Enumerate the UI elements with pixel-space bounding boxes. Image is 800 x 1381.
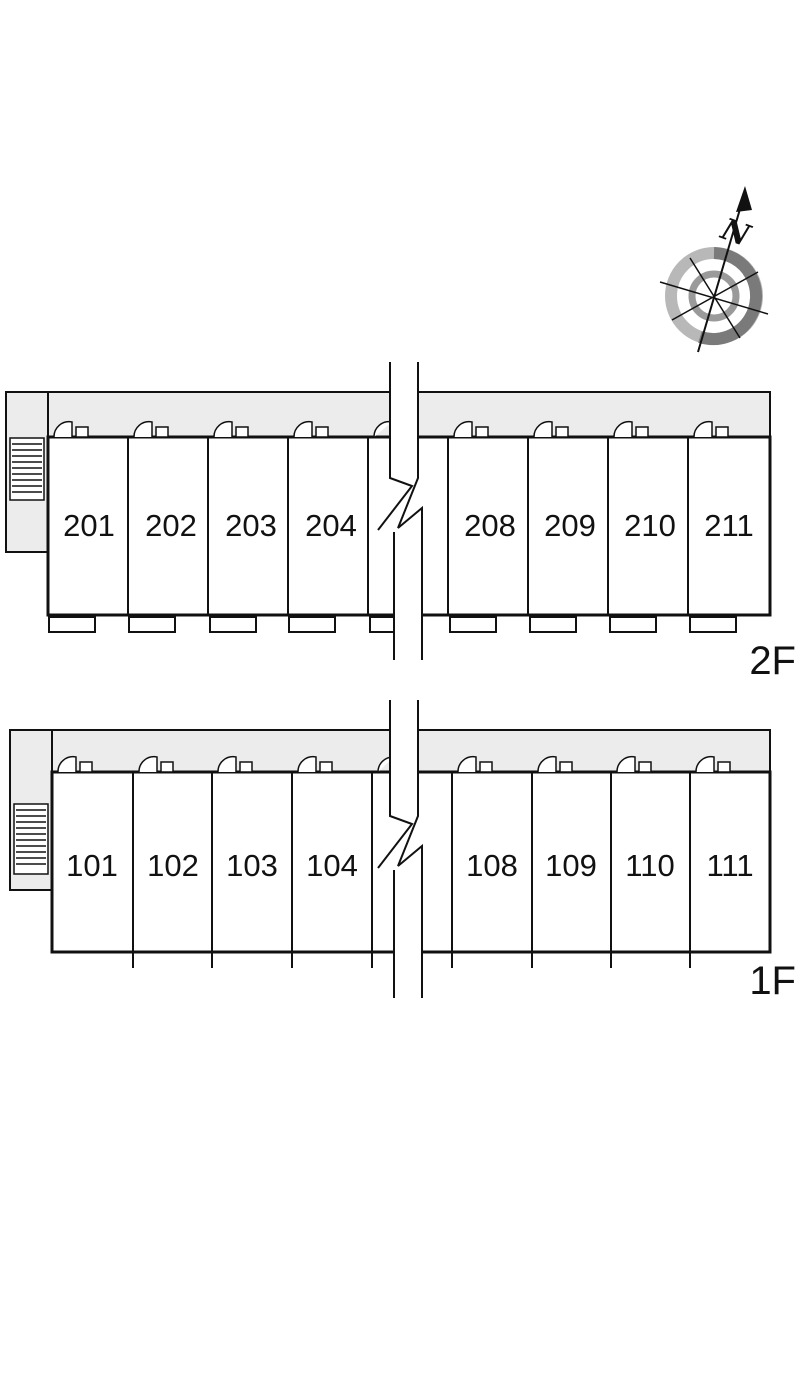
balconies-2f bbox=[48, 616, 737, 633]
unit-104: 104 bbox=[306, 848, 358, 883]
floor-label-2f: 2F bbox=[749, 639, 796, 683]
floor-2f-plan: 201 202 203 204 208 209 210 211 2F bbox=[5, 362, 796, 683]
unit-108: 108 bbox=[466, 848, 518, 883]
unit-103: 103 bbox=[226, 848, 278, 883]
compass-icon: N bbox=[659, 186, 769, 353]
unit-201: 201 bbox=[63, 508, 115, 543]
staircase-1f bbox=[13, 803, 49, 875]
unit-210: 210 bbox=[624, 508, 676, 543]
unit-110: 110 bbox=[625, 848, 674, 883]
unit-203: 203 bbox=[225, 508, 277, 543]
unit-labels-2f: 201 202 203 204 208 209 210 211 bbox=[63, 508, 754, 543]
unit-111: 111 bbox=[706, 848, 753, 883]
unit-204: 204 bbox=[305, 508, 357, 543]
break-mark-2f bbox=[377, 362, 423, 660]
break-mark-1f bbox=[377, 700, 423, 998]
unit-209: 209 bbox=[544, 508, 596, 543]
unit-102: 102 bbox=[147, 848, 199, 883]
floor-1f-plan: 101 102 103 104 108 109 110 111 1F bbox=[9, 700, 796, 1003]
doors-1f bbox=[57, 755, 731, 773]
unit-211: 211 bbox=[704, 508, 753, 543]
staircase-2f bbox=[9, 437, 45, 501]
unit-202: 202 bbox=[145, 508, 197, 543]
doors-2f bbox=[53, 420, 729, 438]
unit-109: 109 bbox=[545, 848, 597, 883]
unit-labels-1f: 101 102 103 104 108 109 110 111 bbox=[66, 848, 753, 883]
floor-label-1f: 1F bbox=[749, 959, 796, 1003]
unit-101: 101 bbox=[66, 848, 118, 883]
unit-208: 208 bbox=[464, 508, 516, 543]
